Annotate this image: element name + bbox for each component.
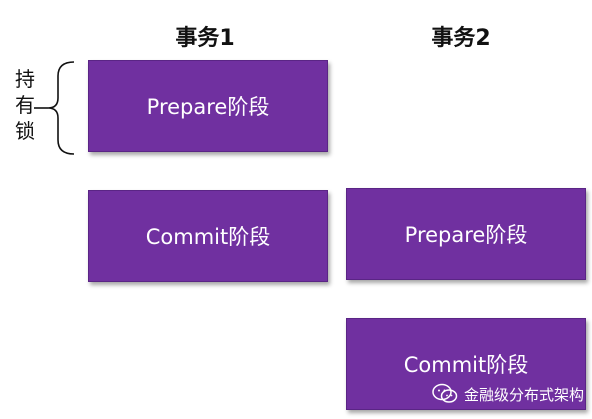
wechat-icon <box>432 383 458 403</box>
transaction-2-prepare-phase: Prepare阶段 <box>346 188 586 280</box>
watermark-text: 金融级分布式架构 <box>464 385 585 404</box>
watermark: 金融级分布式架构 <box>432 382 584 406</box>
lock-brace <box>34 61 75 155</box>
transaction-2-header: 事务2 <box>431 26 491 51</box>
lock-label-char-1: 持 <box>15 67 35 91</box>
transaction-2-commit-phase: Commit阶段 <box>346 318 586 410</box>
transaction-1-prepare-phase: Prepare阶段 <box>88 60 328 152</box>
transaction-1-commit-phase: Commit阶段 <box>88 190 328 282</box>
lock-label-char-3: 锁 <box>15 119 35 143</box>
lock-label-char-2: 有 <box>15 93 35 117</box>
transaction-1-header: 事务1 <box>175 26 235 51</box>
